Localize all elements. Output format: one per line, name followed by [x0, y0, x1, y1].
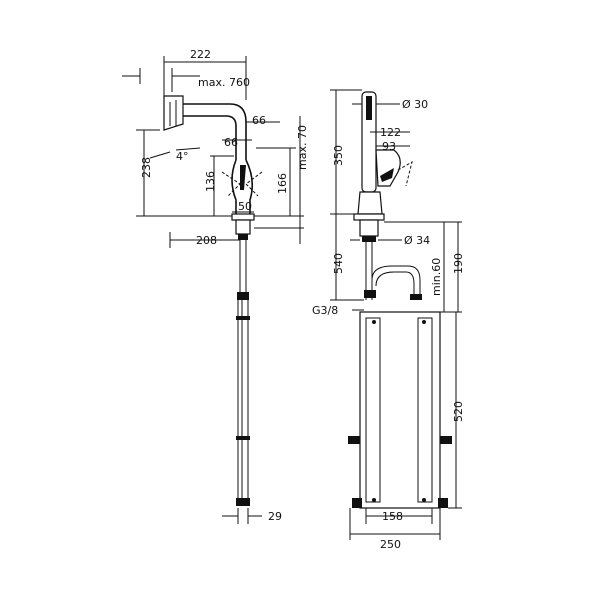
- dim-50: 50: [238, 200, 252, 213]
- dim-122: 122: [380, 126, 401, 139]
- dim-190: 190: [452, 253, 465, 274]
- dim-520: 520: [452, 401, 465, 422]
- supply-hoses: [236, 240, 250, 506]
- under-sink-box: [348, 311, 452, 509]
- left-dimension-lines: [122, 56, 304, 524]
- dim-66-lower: 66: [224, 136, 238, 149]
- dim-238: 238: [140, 157, 153, 178]
- front-spout: [353, 91, 413, 242]
- right-dimension-lines: [330, 89, 462, 540]
- dim-29: 29: [268, 510, 282, 523]
- dim-dia-34: Ø 34: [404, 234, 430, 247]
- right-dimension-texts: Ø 30 350 122 93 Ø 34 540 min.60 190 G3/8…: [312, 98, 465, 551]
- dim-angle: 4°: [176, 150, 189, 163]
- dim-350: 350: [332, 145, 345, 166]
- dim-g3-8: G3/8: [312, 304, 338, 317]
- dim-93: 93: [382, 140, 396, 153]
- right-front-view: Ø 30 350 122 93 Ø 34 540 min.60 190 G3/8…: [312, 89, 465, 551]
- dim-158: 158: [382, 510, 403, 523]
- dim-max-760: max. 760: [198, 76, 250, 89]
- faucet-spout: [163, 95, 247, 160]
- dim-540: 540: [332, 253, 345, 274]
- dim-222: 222: [190, 48, 211, 61]
- dim-136: 136: [204, 171, 217, 192]
- dim-66-upper: 66: [252, 114, 266, 127]
- front-hoses: [364, 242, 422, 300]
- dim-166: 166: [276, 173, 289, 194]
- left-dimension-texts: 222 max. 760 66 66 4° 238 136 166 max. 7…: [140, 48, 309, 523]
- dim-250: 250: [380, 538, 401, 551]
- dim-208: 208: [196, 234, 217, 247]
- dim-max-70: max. 70: [296, 125, 309, 170]
- dim-min-60: min.60: [430, 258, 443, 296]
- left-side-view: 222 max. 760 66 66 4° 238 136 166 max. 7…: [122, 48, 309, 524]
- dim-dia-30: Ø 30: [402, 98, 428, 111]
- faucet-body: [221, 159, 263, 240]
